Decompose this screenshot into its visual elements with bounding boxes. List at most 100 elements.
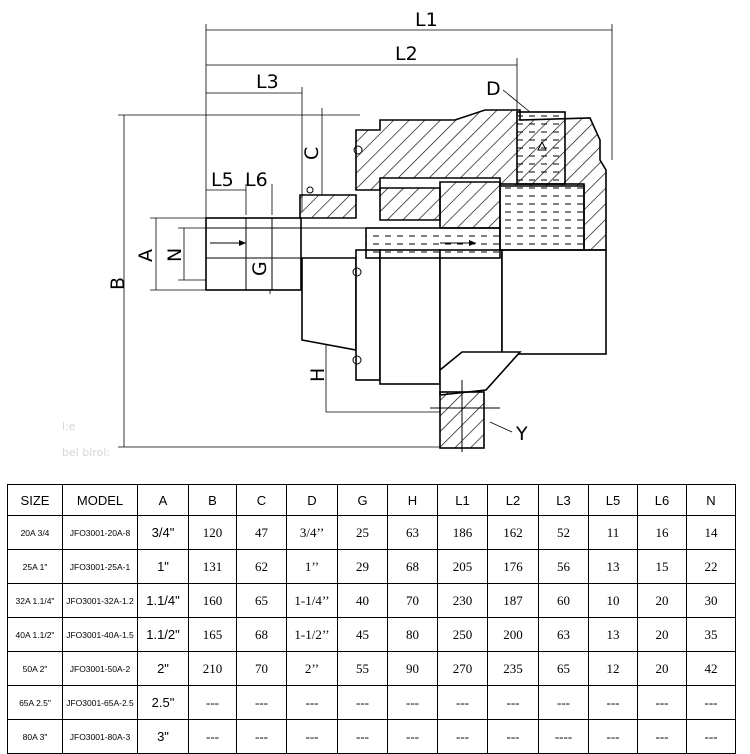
label-L3: L3 — [256, 71, 279, 93]
label-G: G — [249, 261, 271, 276]
cell-l2: --- — [487, 719, 539, 754]
cell-l6: --- — [637, 719, 687, 754]
cell-g: 55 — [337, 651, 388, 686]
cell-n: --- — [686, 685, 736, 720]
col-header-c: C — [236, 484, 287, 516]
cell-l5: 11 — [588, 515, 638, 550]
cell-g: --- — [337, 685, 388, 720]
cell-l5: --- — [588, 719, 638, 754]
cell-l2: 162 — [487, 515, 539, 550]
cell-d: 1’’ — [286, 549, 338, 584]
label-A: A — [135, 249, 157, 262]
cell-model: JFO3001-65A-2.5 — [62, 685, 138, 720]
label-B: B — [107, 277, 129, 290]
cell-l2: --- — [487, 685, 539, 720]
label-Y: Y — [515, 423, 528, 445]
cell-l6: 16 — [637, 515, 687, 550]
cell-l2: 235 — [487, 651, 539, 686]
cell-l6: 20 — [637, 651, 687, 686]
cell-g: --- — [337, 719, 388, 754]
col-header-d: D — [286, 484, 338, 516]
col-header-size: SIZE — [7, 484, 63, 516]
cell-b: --- — [188, 719, 237, 754]
cell-h: 63 — [387, 515, 438, 550]
cell-l1: 270 — [437, 651, 488, 686]
cell-l2: 187 — [487, 583, 539, 618]
cell-b: --- — [188, 685, 237, 720]
cell-n: 30 — [686, 583, 736, 618]
cell-a: 2" — [137, 651, 189, 686]
cell-a: 1" — [137, 549, 189, 584]
cell-g: 40 — [337, 583, 388, 618]
label-D: D — [486, 78, 501, 100]
cell-l1: --- — [437, 685, 488, 720]
label-L2: L2 — [395, 43, 418, 65]
cell-size: 40A 1.1/2" — [7, 617, 63, 652]
cell-l5: 10 — [588, 583, 638, 618]
col-header-n: N — [686, 484, 736, 516]
cell-l3: ---- — [538, 719, 589, 754]
inlet-shaft — [205, 217, 367, 291]
cell-model: JFO3001-32A-1.2 — [62, 583, 138, 618]
cell-b: 131 — [188, 549, 237, 584]
cell-l3: 52 — [538, 515, 589, 550]
cell-a: 3/4" — [137, 515, 189, 550]
col-header-l6: L6 — [637, 484, 687, 516]
cell-l5: 13 — [588, 617, 638, 652]
cell-c: 47 — [236, 515, 287, 550]
col-header-l1: L1 — [437, 484, 488, 516]
col-header-b: B — [188, 484, 237, 516]
cell-b: 160 — [188, 583, 237, 618]
label-C: C — [301, 147, 323, 160]
cell-l3: 63 — [538, 617, 589, 652]
cell-l2: 200 — [487, 617, 539, 652]
label-H: H — [307, 368, 329, 382]
cell-d: 2’’ — [286, 651, 338, 686]
cell-l3: 56 — [538, 549, 589, 584]
cell-size: 20A 3/4 — [7, 515, 63, 550]
cell-a: 1.1/4" — [137, 583, 189, 618]
cell-l5: --- — [588, 685, 638, 720]
cell-size: 80A 3" — [7, 719, 63, 754]
cell-b: 120 — [188, 515, 237, 550]
cell-n: 14 — [686, 515, 736, 550]
cell-a: 1.1/2" — [137, 617, 189, 652]
dimension-lines — [118, 24, 613, 448]
cell-model: JFO3001-25A-1 — [62, 549, 138, 584]
support-bracket — [430, 351, 522, 452]
cell-size: 65A 2.5" — [7, 685, 63, 720]
cell-c: 62 — [236, 549, 287, 584]
cell-model: JFO3001-20A-8 — [62, 515, 138, 550]
cell-model: JFO3001-40A-1.5 — [62, 617, 138, 652]
cell-h: 70 — [387, 583, 438, 618]
cell-l6: 20 — [637, 617, 687, 652]
cell-a: 3" — [137, 719, 189, 754]
cell-l3: 60 — [538, 583, 589, 618]
cell-c: --- — [236, 685, 287, 720]
cell-h: 90 — [387, 651, 438, 686]
cell-l6: 15 — [637, 549, 687, 584]
cell-c: 68 — [236, 617, 287, 652]
cell-g: 25 — [337, 515, 388, 550]
cell-d: --- — [286, 685, 338, 720]
cell-n: 42 — [686, 651, 736, 686]
cell-l1: 205 — [437, 549, 488, 584]
cell-size: 50A 2" — [7, 651, 63, 686]
cell-l1: 230 — [437, 583, 488, 618]
cell-l5: 12 — [588, 651, 638, 686]
cell-l1: 250 — [437, 617, 488, 652]
label-L6: L6 — [245, 169, 268, 191]
cell-n: 35 — [686, 617, 736, 652]
cell-size: 25A 1" — [7, 549, 63, 584]
cell-h: 80 — [387, 617, 438, 652]
cell-a: 2.5" — [137, 685, 189, 720]
cell-n: 22 — [686, 549, 736, 584]
col-header-l3: L3 — [538, 484, 589, 516]
col-header-a: A — [137, 484, 189, 516]
cell-l6: --- — [637, 685, 687, 720]
